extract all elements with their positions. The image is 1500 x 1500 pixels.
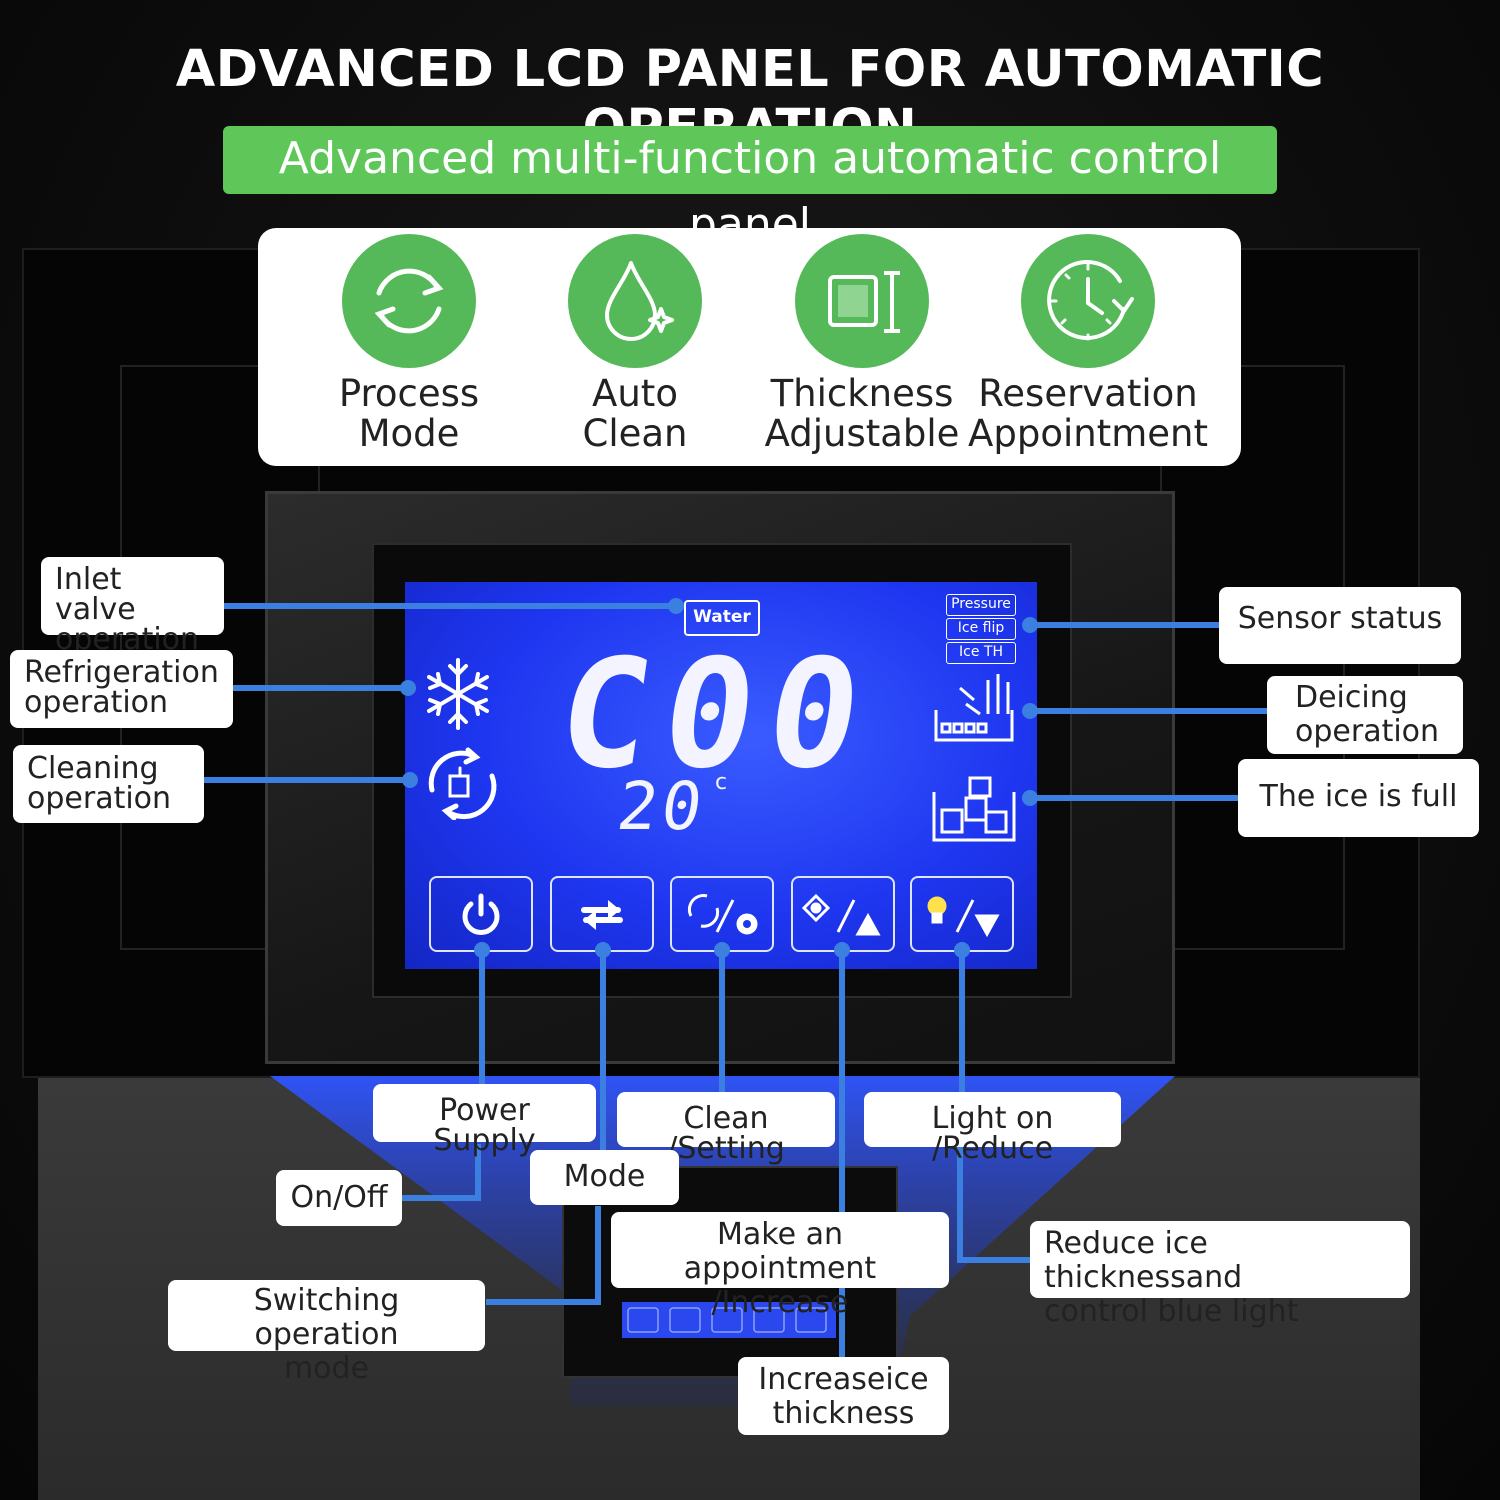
feature-label: Reservation Appointment xyxy=(968,372,1208,455)
callout-clean-setting: Clean /Setting xyxy=(617,1092,835,1164)
cleaning-icon xyxy=(428,747,497,820)
increase-button[interactable] xyxy=(791,876,895,952)
clean-setting-button[interactable] xyxy=(670,876,774,952)
subtitle-banner: Advanced multi-function automatic contro… xyxy=(223,126,1277,250)
water-indicator: Water xyxy=(684,600,760,636)
feature-thickness: Thickness Adjustable xyxy=(742,234,982,454)
thickness-icon xyxy=(795,234,929,368)
light-reduce-button[interactable] xyxy=(910,876,1014,952)
lcd-temperature-unit: c xyxy=(715,770,728,795)
feature-reservation: Reservation Appointment xyxy=(968,234,1208,454)
power-icon xyxy=(462,893,500,935)
callout-mode: Mode xyxy=(530,1150,679,1205)
clock-icon xyxy=(1021,234,1155,368)
mini-lcd xyxy=(622,1302,836,1338)
callout-appointment: Make an appointment /Increase xyxy=(611,1212,949,1320)
feature-label: Auto Clean xyxy=(582,372,688,455)
snowflake-icon xyxy=(427,658,489,730)
ice-full-icon xyxy=(932,776,1016,842)
callout-refrigeration: Refrigeration operation xyxy=(10,650,233,728)
water-drop-icon xyxy=(568,234,702,368)
callout-switching-mode: Switching operation mode xyxy=(168,1280,485,1386)
swap-icon xyxy=(581,900,623,930)
callout-ice-full: The ice is full xyxy=(1238,759,1479,837)
callout-inlet-valve: Inlet valve operation xyxy=(41,557,224,655)
deicing-icon xyxy=(934,674,1014,742)
callout-deicing: Deicing operation xyxy=(1267,676,1463,754)
feature-auto-clean: Auto Clean xyxy=(515,234,755,454)
sensor-ice-flip: Ice flip xyxy=(946,618,1016,640)
feature-label: Process Mode xyxy=(338,372,480,455)
mode-button[interactable] xyxy=(550,876,654,952)
light-reduce-icon xyxy=(927,896,1000,938)
sensor-ice-th: Ice TH xyxy=(946,642,1016,664)
callout-light-reduce: Light on /Reduce xyxy=(864,1092,1121,1164)
callout-sensor-status: Sensor status xyxy=(1219,587,1461,664)
cycle-icon xyxy=(342,234,476,368)
callout-reduce-thickness: Reduce ice thicknessand control blue lig… xyxy=(1030,1221,1410,1329)
callout-on-off: On/Off xyxy=(276,1170,402,1226)
callout-cleaning: Cleaning operation xyxy=(13,745,204,823)
feature-card: Process Mode Auto Clean Thickness Adjust… xyxy=(258,228,1241,466)
feature-label: Thickness Adjustable xyxy=(764,372,960,455)
feature-process-mode: Process Mode xyxy=(289,234,529,454)
lcd-temperature: 20 xyxy=(612,768,711,845)
callout-increase-thickness: Increaseice thickness xyxy=(738,1357,949,1435)
sensor-pressure: Pressure xyxy=(946,594,1016,616)
power-button[interactable] xyxy=(429,876,533,952)
callout-power-supply: Power Supply xyxy=(373,1084,596,1156)
clean-setting-icon xyxy=(687,894,758,935)
increase-icon xyxy=(801,893,881,936)
